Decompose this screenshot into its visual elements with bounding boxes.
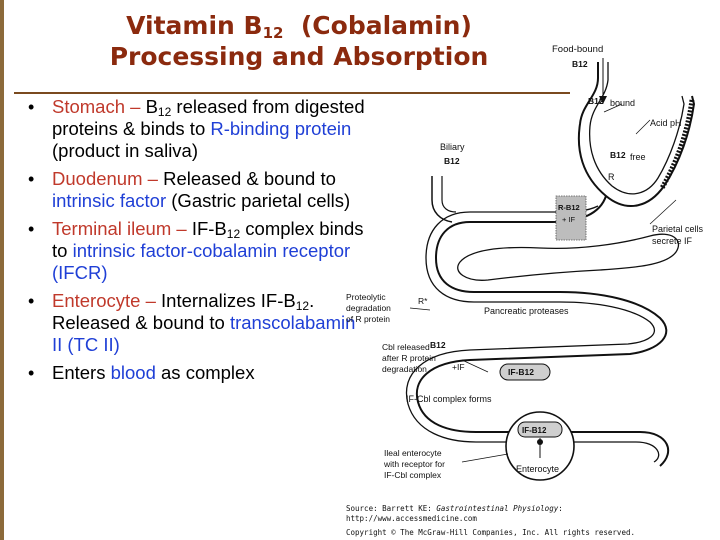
leader-ileal (461, 453, 509, 463)
source-citation: Source: Barrett KE: Gastrointestinal Phy… (346, 504, 563, 523)
label-ileal-1: Ileal enterocyte (384, 448, 442, 458)
stomach-inner-wall (588, 62, 685, 195)
label-food-bound: Food-bound (552, 44, 603, 55)
label-cbl-2: after R protein (382, 353, 436, 363)
label-biliary: Biliary (440, 142, 465, 152)
label-free: free (630, 152, 646, 162)
label-parietal-1: Parietal cells (652, 224, 704, 234)
label-proteolytic-3: of R protein (346, 314, 390, 324)
r-b12-box (555, 195, 587, 241)
enterocyte-nucleus (537, 439, 543, 445)
label-b12-lower: B12 (430, 340, 446, 350)
label-enterocyte: Enterocyte (516, 464, 559, 474)
label-b12-biliary: B12 (444, 156, 460, 166)
label-plus-if-lower: +IF (452, 362, 465, 372)
leader-cbl (461, 359, 489, 373)
biliary-duct-2 (441, 176, 457, 213)
label-pancreatic: Pancreatic proteases (484, 306, 569, 316)
page-title: Vitamin B12 (Cobalamin) Processing and A… (74, 10, 524, 72)
food-entry-arrowhead (599, 96, 607, 104)
if-b12-cell-pill (517, 421, 563, 438)
label-b12-bound-b: B12 (588, 96, 604, 106)
biliary-duct (431, 176, 453, 223)
b12-absorption-diagram: Food-bound B12 B12 bound Acid pH B12 fre… (346, 44, 704, 481)
label-if-b12: IF-B12 (508, 367, 534, 377)
leader-proteolytic (409, 307, 431, 311)
pancreas (457, 233, 680, 281)
bullet-list: Stomach – B12 released from digested pro… (26, 96, 370, 390)
label-bound: bound (610, 98, 635, 108)
if-b12-pill (499, 363, 551, 381)
title-line-2: Processing and Absorption (109, 42, 489, 71)
label-r-star: R* (418, 296, 428, 306)
label-proteolytic-2: degradation (346, 303, 391, 313)
label-plus-if: + IF (562, 215, 576, 224)
label-cbl-3: degradation (382, 364, 427, 374)
title-divider (14, 92, 570, 94)
bullet-duodenum: Duodenum – Released & bound to intrinsic… (26, 168, 370, 212)
label-ileal-3: IF-Cbl complex (384, 470, 442, 480)
bullet-terminal-ileum: Terminal ileum – IF-B12 complex binds to… (26, 218, 370, 284)
label-r: R (608, 172, 615, 182)
left-accent-bar (0, 0, 4, 540)
bullet-blood: Enters blood as complex (26, 362, 370, 384)
label-if-b12-cell: IF-B12 (522, 426, 547, 435)
label-b12-free-b: B12 (610, 150, 626, 160)
leader-bound (603, 103, 623, 113)
leader-parietal (649, 199, 677, 225)
label-complex-forms: IF-Cbl complex forms (406, 394, 492, 404)
label-parietal-2: secrete IF (652, 236, 693, 246)
intestine-inner (405, 301, 660, 463)
label-r-b12: R-B12 (558, 203, 580, 212)
copyright: Copyright © The McGraw-Hill Companies, I… (346, 528, 635, 537)
label-cbl-1: Cbl released (382, 342, 430, 352)
intestine-outer (415, 291, 670, 467)
parietal-layer (659, 99, 695, 190)
label-ileal-2: with receptor for (383, 459, 445, 469)
label-acid-ph: Acid pH (650, 118, 682, 128)
label-proteolytic-1: Proteolytic (346, 292, 386, 302)
bullet-stomach: Stomach – B12 released from digested pro… (26, 96, 370, 162)
title-line-1: Vitamin B12 (Cobalamin) (126, 11, 472, 42)
label-b12-food: B12 (572, 59, 588, 69)
leader-acid (635, 119, 651, 135)
bullet-enterocyte: Enterocyte – Internalizes IF-B12. Releas… (26, 290, 370, 356)
